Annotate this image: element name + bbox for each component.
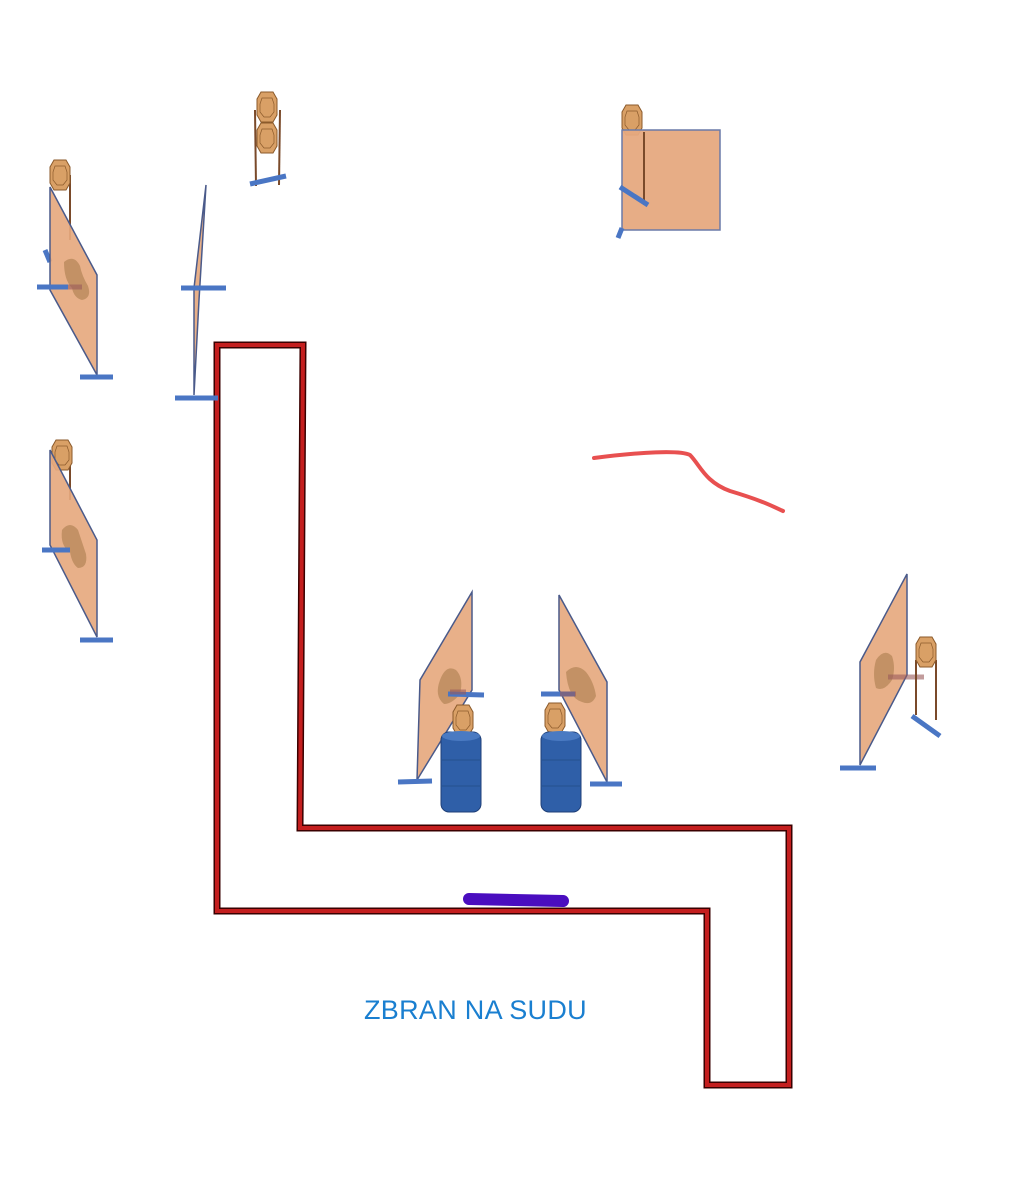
start-position-marker	[463, 893, 569, 907]
paper-target-barrel-left	[397, 589, 485, 813]
fault-line	[592, 450, 785, 513]
stage-caption: ZBRAN NA SUDU	[364, 995, 587, 1025]
paper-target-t1	[37, 159, 113, 380]
steel-plate-rack-t3	[249, 91, 287, 187]
paper-target-t2	[175, 184, 226, 401]
steel-plate-icon	[49, 159, 71, 191]
paper-target-t5	[42, 439, 113, 643]
paper-target-barrel-right	[540, 594, 622, 813]
paper-target-t4	[615, 104, 721, 239]
fence-wall	[213, 341, 793, 1089]
paper-target-t8	[840, 573, 942, 771]
barrel-icon	[440, 731, 482, 813]
barrel-icon	[540, 731, 582, 813]
